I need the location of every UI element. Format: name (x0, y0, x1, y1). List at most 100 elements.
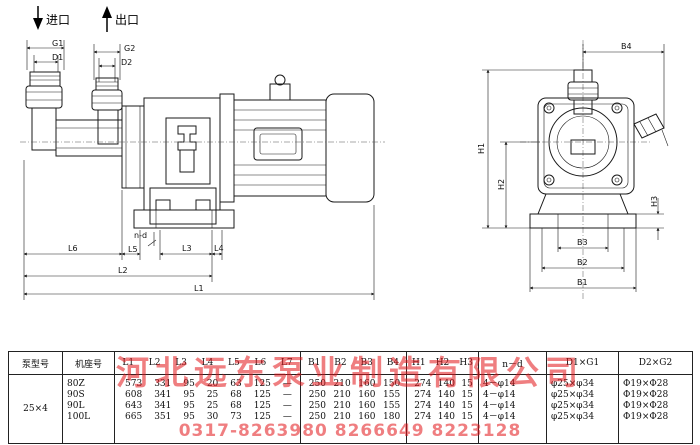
header-h3: H3 (459, 358, 473, 368)
header-l5: L5 (228, 358, 240, 368)
cell: 140 (437, 401, 455, 411)
cell: 180 (383, 412, 401, 422)
cell: 125 (253, 401, 271, 411)
header-d1g1: D1×G1 (546, 351, 619, 375)
dim-l6-label: L6 (68, 244, 78, 253)
cell: 643 (125, 401, 143, 411)
cell: 210 (333, 379, 351, 389)
dim-b2-label: B2 (577, 258, 588, 267)
cell: 140 (437, 412, 455, 422)
dim-l1-label: L1 (194, 284, 204, 293)
inlet-label: 进口 (46, 13, 70, 27)
header-h2: H2 (435, 358, 450, 368)
cell: 15 (461, 401, 473, 411)
cell: 30 (206, 412, 219, 422)
end-view: B4 H1 H2 H3 B3 B2 (477, 40, 669, 300)
end-housing (537, 97, 635, 195)
dim-l4: L4 (211, 230, 224, 260)
cell: 68 (230, 390, 242, 400)
cell: 274 (414, 390, 432, 400)
cell: 665 (125, 412, 143, 422)
cell: 155 (383, 390, 401, 400)
header-l2: L2 (148, 358, 161, 368)
motor (219, 74, 375, 203)
cell: — (282, 401, 292, 411)
cell: 125 (253, 412, 271, 422)
cell: Φ19×Φ28 (623, 379, 669, 389)
h-row: 274 140 15 (411, 412, 476, 423)
header-d2g2: D2×G2 (618, 351, 693, 375)
cell: 250 (308, 401, 326, 411)
frame-item: 100L (67, 412, 91, 422)
cell: 63 (230, 379, 242, 389)
cell: 274 (414, 401, 432, 411)
cell: 4－φ14 (483, 412, 516, 422)
cell: 210 (333, 412, 351, 422)
cell: 15 (461, 412, 473, 422)
cell: 4－φ14 (483, 401, 516, 411)
cell: 250 (308, 379, 326, 389)
cell: Φ19×Φ28 (623, 401, 669, 411)
dim-b1: B1 (529, 228, 637, 292)
side-view: 进口 出口 G1 D1 G2 D2 (20, 6, 385, 300)
cell: — (282, 412, 292, 422)
dimension-table: 泵型号 机座号 L1 L2 L3 L4 L5 L6 L7 B1 B2 B3 B4 (8, 351, 693, 444)
dim-h1: H1 (477, 69, 574, 229)
end-feet (529, 193, 637, 229)
outlet-nozzle (91, 77, 123, 145)
dim-l2: L2 (23, 260, 213, 282)
cell: φ25×φ34 (551, 379, 595, 389)
nd-values: 4－φ14 4－φ14 4－φ14 4－φ14 (483, 379, 544, 423)
dim-b2: B2 (541, 228, 625, 272)
h-row: 274 140 15 (411, 401, 476, 412)
cell: 274 (414, 412, 432, 422)
cell: — (282, 390, 292, 400)
cell: 20 (206, 379, 219, 389)
cell: 210 (333, 390, 351, 400)
cell: 341 (154, 401, 172, 411)
header-b3: B3 (360, 358, 373, 368)
cell: 95 (183, 412, 195, 422)
header-frame-no: 机座号 (62, 351, 115, 375)
cell: 68 (230, 401, 242, 411)
d1g1-values: φ25×φ34 φ25×φ34 φ25×φ34 φ25×φ34 (551, 379, 616, 423)
cell: 160 (358, 379, 376, 389)
cell: 25 (206, 390, 219, 400)
cell: 125 (253, 390, 271, 400)
cell: 274 (414, 379, 432, 389)
dim-d1: D1 (33, 53, 63, 72)
dim-h2: H2 (497, 141, 540, 229)
dim-l3: L3 (159, 230, 213, 260)
header-l3: L3 (175, 358, 187, 368)
dim-b1-label: B1 (577, 278, 588, 287)
header-b1: B1 (307, 358, 321, 368)
cell: 95 (183, 390, 195, 400)
cell: 351 (154, 412, 172, 422)
cell: Φ19×Φ28 (623, 390, 669, 400)
cell: 573 (125, 379, 143, 389)
dim-b3-label: B3 (577, 238, 588, 247)
header-pump-model: 泵型号 (8, 351, 63, 375)
dim-l2-label: L2 (118, 266, 128, 275)
dim-h2-label: H2 (497, 179, 506, 190)
header-l6: L6 (254, 358, 267, 368)
outlet-arrow (102, 6, 112, 32)
header-nd: n－d (478, 351, 547, 375)
cell: 250 (308, 412, 326, 422)
cell: 15 (461, 390, 473, 400)
cell: 160 (358, 401, 376, 411)
header-l-group: L1 L2 L3 L4 L5 L6 L7 (115, 352, 300, 374)
inlet-nozzle (25, 71, 63, 151)
dim-d1-label: D1 (52, 53, 63, 62)
cell: 125 (253, 379, 271, 389)
frame-item: 90L (67, 401, 85, 411)
